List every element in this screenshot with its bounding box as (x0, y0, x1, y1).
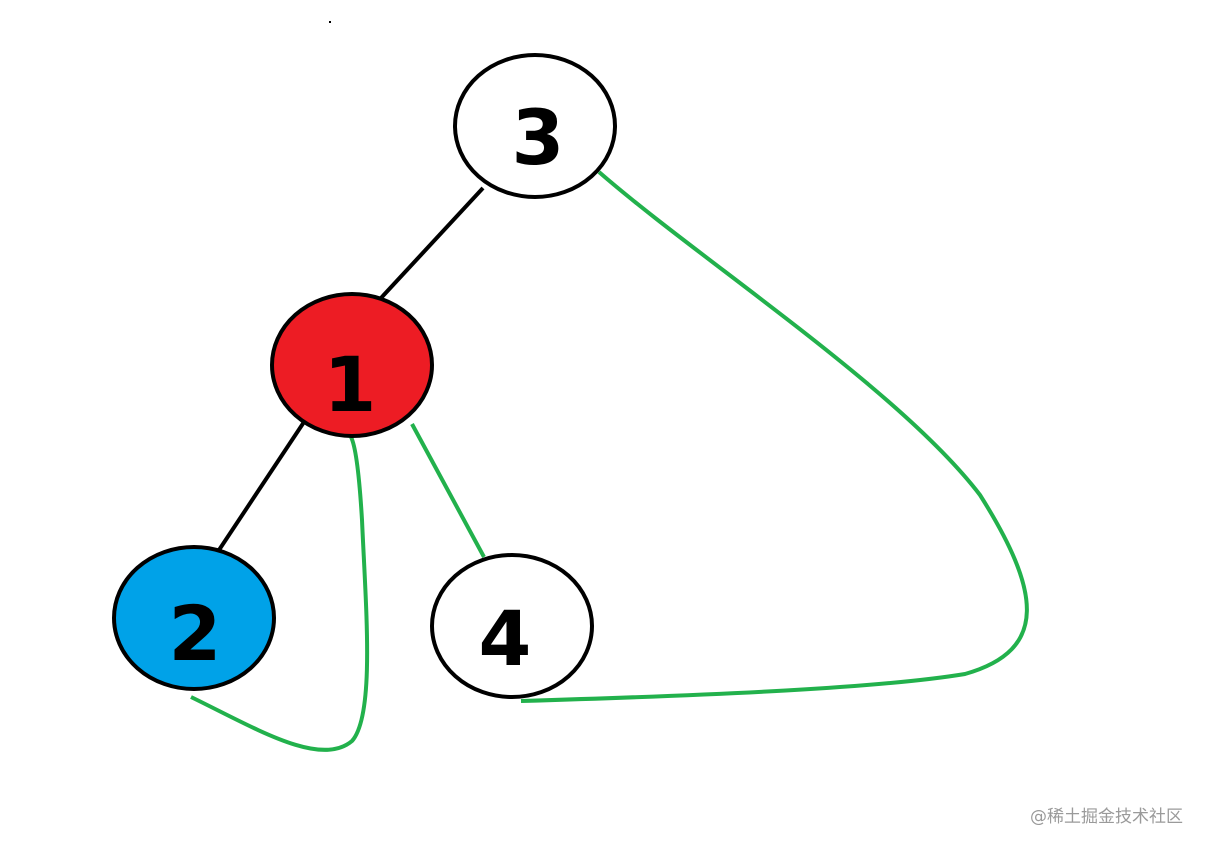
edge-3-to-1 (379, 186, 485, 300)
node-2-label: 2 (169, 589, 222, 678)
watermark-text: @稀土掘金技术社区 (1030, 807, 1183, 827)
thread-4-to-3 (520, 170, 1029, 703)
node-2-circle (112, 545, 276, 691)
node-1-circle (270, 292, 434, 438)
node-4-label: 4 (479, 594, 532, 683)
edge-1-to-2 (217, 420, 306, 552)
node-3-circle (453, 53, 617, 199)
node-2: 2 (112, 545, 276, 691)
node-3-label: 3 (512, 93, 565, 182)
thread-1-to-4 (410, 423, 486, 558)
thread-2-to-1 (190, 436, 370, 752)
node-4: 4 (430, 553, 594, 699)
node-1-label: 1 (324, 340, 377, 429)
node-1: 1 (270, 292, 434, 438)
node-4-circle (430, 553, 594, 699)
node-3: 3 (453, 53, 617, 199)
stray-dot (329, 21, 331, 23)
